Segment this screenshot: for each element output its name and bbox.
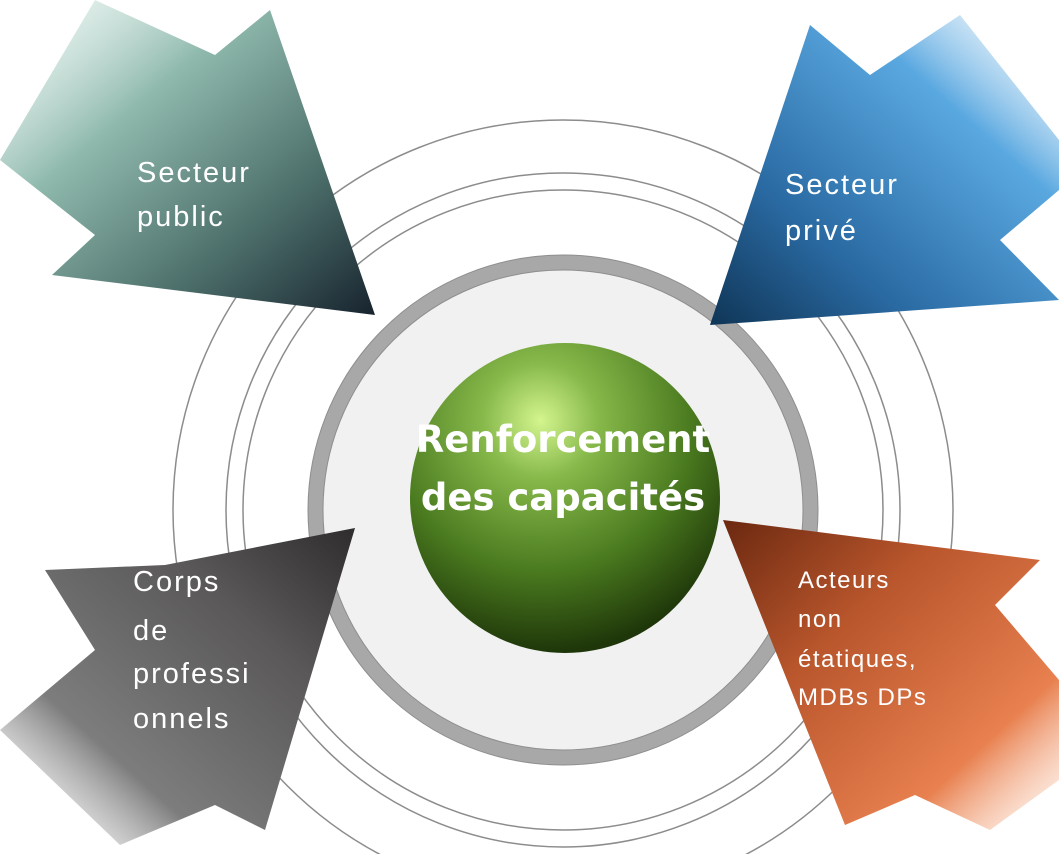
arrow-label-bottom-left-2: de (133, 615, 169, 647)
arrow-secteur-prive: Secteur privé (710, 15, 1059, 325)
arrow-label-bottom-left-4: onnels (133, 703, 230, 735)
arrow-shape-top-right (710, 15, 1059, 325)
arrow-shape-bottom-right (723, 520, 1059, 830)
arrow-label-top-left-1: Secteur (137, 157, 251, 189)
center-label-line1: Renforcement (416, 418, 710, 461)
arrow-shape-top-left (0, 0, 375, 315)
outer-ring-2 (225, 172, 901, 848)
arrow-shape-bottom-left (0, 528, 355, 845)
sphere (410, 343, 720, 653)
center-sphere: Renforcement des capacités (410, 343, 720, 653)
arrow-label-bottom-left-1: Corps (133, 566, 220, 598)
center-label-line2: des capacités (421, 476, 705, 519)
outer-ring-1 (172, 119, 954, 859)
arrow-label-bottom-right-4: MDBs DPs (798, 684, 927, 711)
arrow-label-bottom-left-3: professi (133, 658, 251, 690)
arrow-label-top-right-2: privé (785, 215, 858, 247)
arrow-acteurs-non-etatiques: Acteurs non étatiques, MDBs DPs (723, 520, 1059, 830)
arrow-label-top-right-1: Secteur (785, 169, 899, 201)
arrow-label-bottom-right-3: étatiques, (798, 646, 917, 673)
arrow-label-top-left-2: public (137, 201, 225, 233)
outer-ring-3 (242, 189, 884, 831)
arrow-label-bottom-right-1: Acteurs (798, 567, 890, 594)
arrow-secteur-public: Secteur public (0, 0, 375, 315)
arrow-label-bottom-right-2: non (798, 606, 843, 633)
arrow-corps-professionnels: Corps de professi onnels (0, 528, 355, 845)
